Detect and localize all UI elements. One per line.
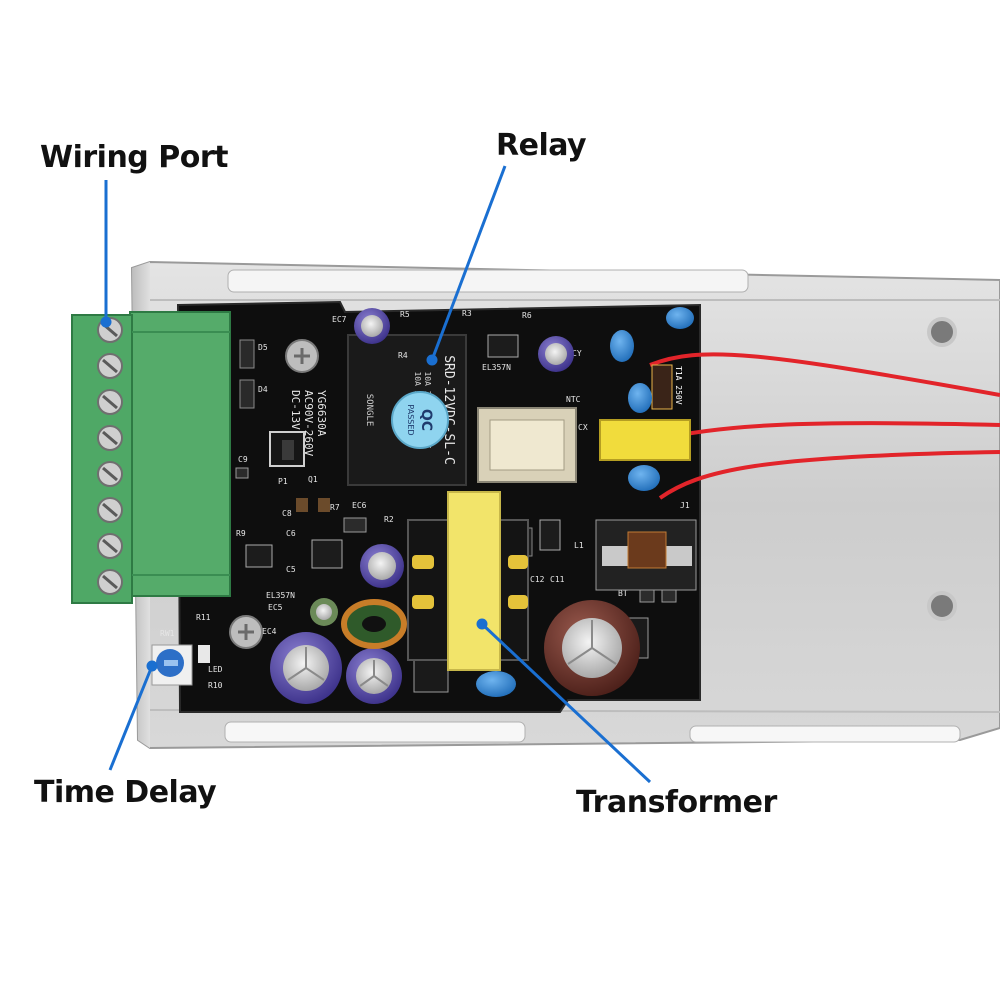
relay-label: Relay: [496, 128, 587, 163]
electrolytic-capacitors: [270, 308, 640, 704]
silk-r2: R2: [384, 515, 394, 524]
silk-r10: R10: [208, 681, 223, 690]
silk-j1: J1: [680, 501, 690, 510]
silk-c8: C8: [282, 509, 292, 518]
silk-part-no: YG6630A: [315, 390, 328, 437]
pcb-mounting-screws: [229, 339, 319, 649]
silk-d5: D5: [258, 343, 268, 352]
qc-sticker: QC PASSED: [391, 391, 449, 449]
silk-c12: C12: [530, 575, 545, 584]
time-delay-leader: [108, 665, 154, 771]
qc-sticker-passed: PASSED: [406, 404, 415, 435]
silk-rw1: RW1: [160, 629, 175, 638]
silk-r11: R11: [196, 613, 211, 622]
screw-slot: [102, 466, 118, 482]
callout-leader-lines: [100, 165, 652, 784]
screw-slot: [102, 430, 118, 446]
silk-ec5: EC5: [268, 603, 283, 612]
silk-c9: C9: [238, 455, 248, 464]
silk-c6: C6: [286, 529, 296, 538]
time-delay-label: Time Delay: [34, 775, 217, 810]
silk-ec6: EC6: [352, 501, 367, 510]
wiring-port-label: Wiring Port: [40, 140, 228, 175]
silk-r6: R6: [522, 311, 532, 320]
transformer: [407, 491, 529, 671]
silk-cy: CY: [572, 349, 582, 358]
silk-r7: R7: [330, 503, 340, 512]
silk-p1: P1: [278, 477, 288, 486]
silk-r4: R4: [398, 351, 408, 360]
silk-fuse: T1A 250V: [674, 366, 683, 405]
silk-c11: C11: [550, 575, 565, 584]
toroid-inductor: [341, 599, 407, 649]
relay: SRD-12VDC-SL-C 10A 250VAC 28VDC 10A 30VD…: [347, 334, 467, 486]
screw-slot: [102, 394, 118, 410]
silk-bt: BT: [618, 589, 628, 598]
silk-led: LED: [208, 665, 223, 674]
screw-slot: [102, 538, 118, 554]
silk-el357n-a: EL357N: [482, 363, 511, 372]
silk-q1: Q1: [308, 475, 318, 484]
bridge-rectifier: [595, 519, 697, 591]
common-mode-choke: [477, 407, 577, 483]
silk-r9: R9: [236, 529, 246, 538]
silk-r5: R5: [400, 310, 410, 319]
qc-sticker-text: QC: [418, 409, 434, 431]
silk-el357n-b: EL357N: [266, 591, 295, 600]
silk-d4: D4: [258, 385, 268, 394]
relay-brand-text: SONGLE: [364, 394, 374, 427]
silk-r3: R3: [462, 309, 472, 318]
x-capacitor: [599, 419, 691, 461]
relay-model-text: SRD-12VDC-SL-C: [441, 355, 456, 465]
relay-leader: [430, 165, 507, 361]
silk-l1: L1: [574, 541, 584, 550]
transformer-label: Transformer: [576, 785, 777, 820]
terminal-block: [71, 311, 231, 604]
pcb-silkscreen: YG6630A AC90V-260V DC-13V EC7 R5 R3 R4 R…: [160, 309, 690, 690]
silk-ec4: EC4: [262, 627, 277, 636]
silk-ec7: EC7: [332, 315, 347, 324]
silk-ac-input: AC90V-260V: [302, 390, 315, 457]
ceramic-capacitors: [476, 307, 694, 697]
time-delay-potentiometer: [151, 644, 193, 686]
screw-slot: [102, 358, 118, 374]
screw-slot: [102, 574, 118, 590]
screw-slot: [102, 502, 118, 518]
silk-cx: CX: [578, 423, 588, 432]
transformer-leader: [480, 622, 652, 784]
silk-ntc: NTC: [566, 395, 581, 404]
silk-c5: C5: [286, 565, 296, 574]
silk-dc-output: DC-13V: [289, 390, 302, 430]
